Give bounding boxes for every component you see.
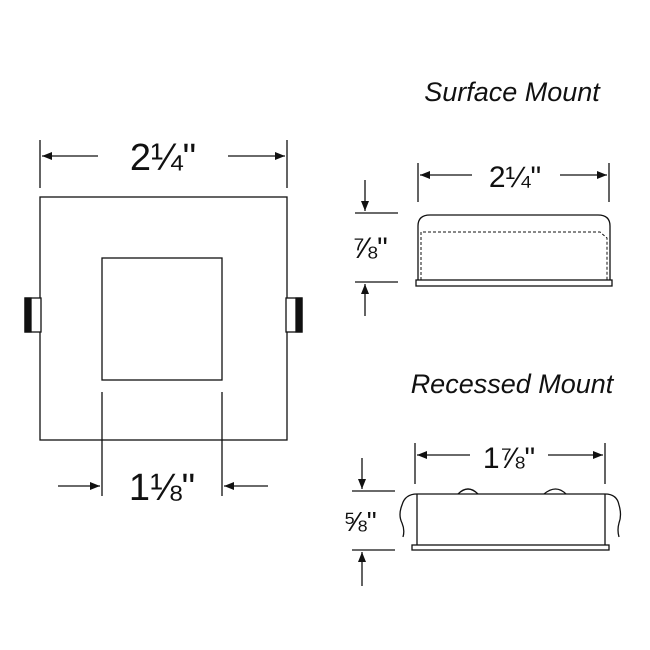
left-spring-clip <box>399 493 418 538</box>
surface-mount-title: Surface Mount <box>424 77 601 107</box>
recessed-base <box>411 544 610 551</box>
surface-base <box>415 279 613 287</box>
surface-body <box>417 214 611 280</box>
trim-square <box>39 196 288 441</box>
left-clip <box>24 297 42 333</box>
surface-height-label: ⅞" <box>352 232 388 265</box>
recessed-mount-title: Recessed Mount <box>411 369 615 399</box>
recessed-mount-view <box>352 443 622 586</box>
recessed-height-label: ⅝" <box>343 506 376 537</box>
right-spring-clip <box>604 493 622 538</box>
front-view <box>24 140 303 496</box>
surface-width-label: 2¼" <box>489 161 541 194</box>
front-opening-label: 1⅛" <box>129 467 195 509</box>
right-clip <box>285 297 303 333</box>
surface-mount-view <box>355 163 613 316</box>
recessed-width-label: 1⅞" <box>483 442 535 475</box>
front-width-label: 2¼" <box>130 137 196 179</box>
light-opening <box>101 257 223 381</box>
